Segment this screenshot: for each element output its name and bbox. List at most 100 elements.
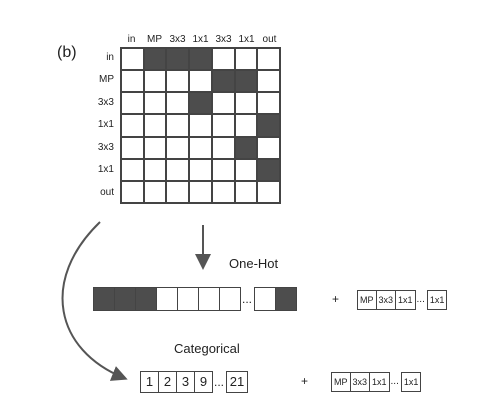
matrix-cell	[143, 180, 167, 203]
matrix-column-label: 3x3	[215, 34, 232, 45]
onehot-cell	[93, 287, 115, 311]
onehot-cell	[156, 287, 178, 311]
matrix-cell	[143, 92, 167, 115]
matrix-row-label: 1x1	[97, 164, 114, 176]
op-box: 1x1	[400, 372, 422, 392]
matrix-cell	[121, 70, 144, 93]
adjacency-matrix	[120, 47, 281, 204]
matrix-cell	[121, 92, 144, 115]
categorical-plus: +	[301, 374, 309, 388]
matrix-cell	[211, 158, 235, 181]
matrix-cell	[257, 70, 280, 93]
onehot-cell	[135, 287, 157, 311]
categorical-ellipsis: ...	[214, 375, 225, 389]
matrix-cell	[257, 136, 280, 159]
matrix-cell	[189, 70, 212, 93]
onehot-cell	[219, 287, 241, 311]
categorical-value: 21	[226, 371, 249, 393]
matrix-cell	[143, 114, 167, 137]
matrix-row-label: in	[106, 52, 114, 63]
matrix-cell	[234, 70, 258, 93]
onehot-cell	[275, 287, 298, 311]
matrix-cell	[211, 92, 235, 115]
op-box: 1x1	[395, 290, 416, 310]
op-box: 3x3	[349, 372, 371, 392]
matrix-row-label: 3x3	[97, 96, 114, 108]
matrix-row-label: 3x3	[97, 141, 114, 153]
matrix-cell	[211, 136, 235, 159]
matrix-cell	[189, 158, 212, 181]
matrix-cell	[189, 136, 212, 159]
op-box: MP	[331, 372, 351, 392]
matrix-column-label: MP	[147, 34, 162, 45]
op-box: MP	[357, 290, 377, 310]
matrix-cell	[257, 48, 280, 71]
onehot-cell	[114, 287, 136, 311]
matrix-cell	[166, 48, 190, 71]
matrix-cell	[121, 114, 144, 137]
matrix-column-label: out	[262, 34, 277, 45]
categorical-title: Categorical	[174, 341, 240, 356]
matrix-cell	[189, 180, 212, 203]
onehot-ellipsis: ...	[242, 292, 253, 306]
matrix-cell	[189, 114, 212, 137]
matrix-column-label: 3x3	[169, 34, 186, 45]
categorical-value: 1	[140, 371, 159, 393]
onehot-plus: +	[332, 292, 340, 306]
matrix-cell	[211, 70, 235, 93]
op-box: 1x1	[369, 372, 390, 392]
categorical-value: 3	[176, 371, 195, 393]
matrix-cell	[211, 48, 235, 71]
matrix-cell	[257, 92, 280, 115]
onehot-title: One-Hot	[229, 256, 279, 271]
matrix-cell	[189, 48, 212, 71]
onehot-cell	[177, 287, 199, 311]
matrix-cell	[143, 136, 167, 159]
matrix-cell	[257, 158, 280, 181]
matrix-cell	[143, 70, 167, 93]
onehot-cell	[254, 287, 277, 311]
matrix-cell	[257, 114, 280, 137]
op-box: 3x3	[375, 290, 397, 310]
matrix-cell	[234, 48, 258, 71]
matrix-cell	[166, 158, 190, 181]
matrix-cell	[121, 180, 144, 203]
matrix-cell	[189, 92, 212, 115]
curved-arrow	[61, 221, 128, 381]
categorical-value: 9	[194, 371, 213, 393]
matrix-cell	[121, 158, 144, 181]
matrix-cell	[211, 180, 235, 203]
matrix-column-label: 1x1	[192, 34, 209, 45]
matrix-cell	[211, 114, 235, 137]
matrix-row-label: 1x1	[97, 119, 114, 131]
matrix-cell	[143, 48, 167, 71]
matrix-cell	[234, 92, 258, 115]
matrix-cell	[121, 48, 144, 71]
matrix-cell	[234, 114, 258, 137]
matrix-cell	[234, 158, 258, 181]
matrix-cell	[166, 136, 190, 159]
matrix-cell	[234, 136, 258, 159]
matrix-column-label: 1x1	[238, 34, 255, 45]
matrix-row-label: out	[100, 186, 114, 198]
matrix-cell	[257, 180, 280, 203]
matrix-row-label: MP	[99, 74, 114, 86]
op-ellipsis: ...	[416, 294, 425, 305]
matrix-cell	[166, 180, 190, 203]
matrix-cell	[166, 92, 190, 115]
categorical-value: 2	[158, 371, 177, 393]
matrix-cell	[166, 114, 190, 137]
matrix-cell	[166, 70, 190, 93]
panel-label: (b)	[57, 44, 77, 61]
op-ellipsis: ...	[390, 376, 399, 387]
op-box: 1x1	[426, 290, 448, 310]
matrix-cell	[143, 158, 167, 181]
onehot-vector: ...	[93, 287, 298, 311]
matrix-column-label: in	[127, 34, 136, 45]
onehot-cell	[198, 287, 220, 311]
matrix-cell	[234, 180, 258, 203]
